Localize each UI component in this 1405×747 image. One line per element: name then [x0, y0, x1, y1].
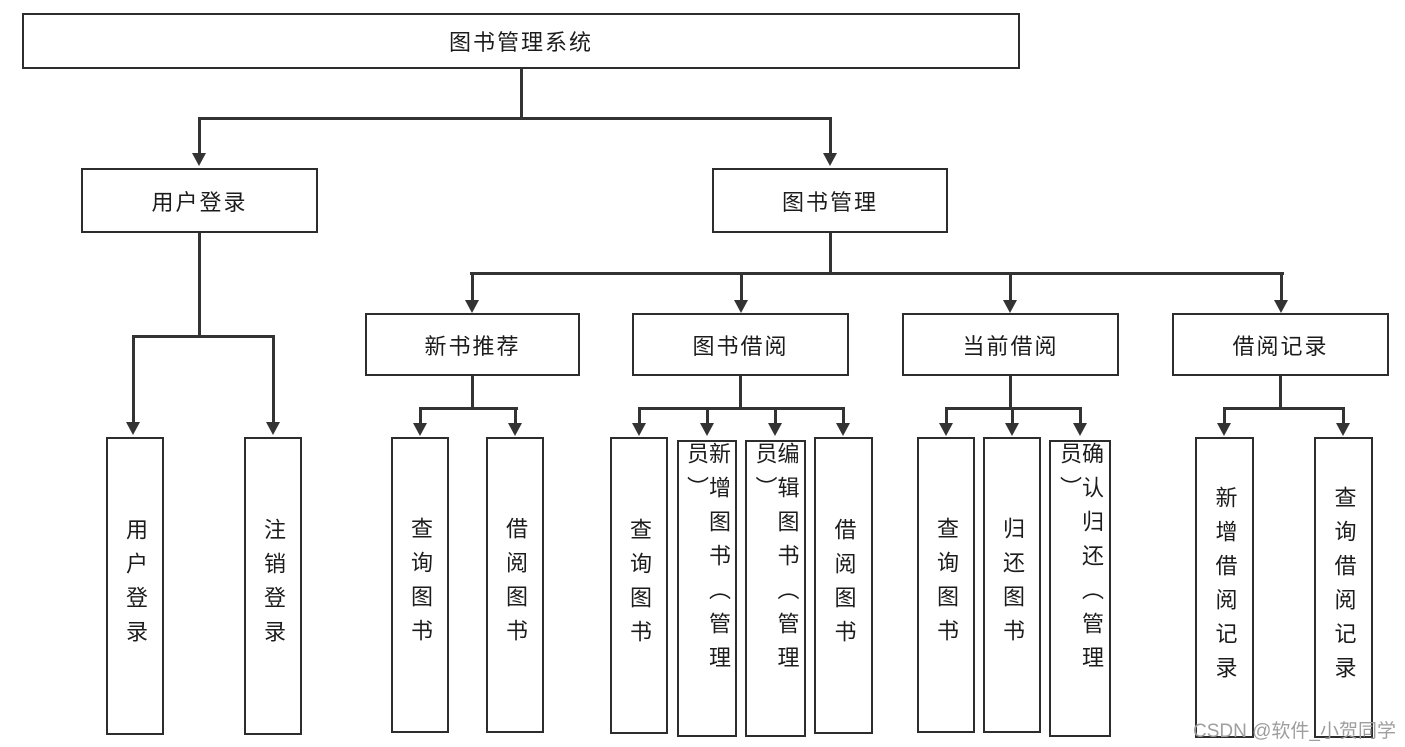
arrow-nb-query: [412, 407, 427, 436]
arrow-to-current-borrow: [1002, 272, 1017, 313]
node-user-login-leaf: 用户登录: [106, 437, 164, 735]
node-user-login: 用户登录: [81, 168, 318, 233]
connector-current-borrow-stem: [1008, 376, 1012, 410]
node-book-management-label: 图书管理: [781, 189, 878, 215]
node-br-add-record-label: 新增借阅记录: [1212, 485, 1238, 690]
node-nb-query-books-label: 查询图书: [408, 517, 433, 653]
node-bb-edit-books-admin-label: 编辑图书（管理员）: [752, 442, 800, 680]
node-user-login-leaf-label: 用户登录: [123, 518, 148, 654]
node-borrow-record: 借阅记录: [1172, 313, 1389, 376]
node-current-borrow-label: 当前借阅: [962, 333, 1059, 359]
node-bb-borrow-books: 借阅图书: [814, 437, 873, 734]
arrow-bb-borrow: [835, 407, 850, 436]
node-new-book-recommend: 新书推荐: [365, 313, 580, 376]
node-bb-query-books-label: 查询图书: [627, 517, 652, 654]
node-book-borrow: 图书借阅: [632, 313, 849, 376]
node-br-query-record-label: 查询借阅记录: [1331, 485, 1357, 690]
node-library-management-system-label: 图书管理系统: [448, 30, 593, 55]
node-cb-query-books: 查询图书: [917, 437, 975, 733]
arrow-to-book-borrow: [733, 272, 748, 313]
arrow-to-login: [125, 335, 140, 435]
arrow-to-book-management: [822, 117, 837, 166]
arrow-cb-return: [1004, 407, 1019, 436]
connector-root-stem: [519, 69, 523, 120]
node-br-query-record: 查询借阅记录: [1314, 437, 1373, 738]
node-br-add-record: 新增借阅记录: [1195, 437, 1254, 738]
node-bb-query-books: 查询图书: [610, 437, 668, 734]
arrow-to-new-book-recommend: [464, 272, 479, 313]
node-cb-return-books-label: 归还图书: [1000, 517, 1025, 653]
node-book-management: 图书管理: [712, 168, 948, 233]
connector-user-login-rail: [131, 335, 274, 338]
node-nb-borrow-books: 借阅图书: [486, 437, 544, 733]
arrow-to-user-login: [191, 117, 206, 166]
arrow-bb-query: [631, 407, 646, 436]
connector-borrow-record-stem: [1278, 376, 1282, 410]
connector-book-mgmt-rail: [469, 272, 1284, 275]
node-nb-query-books: 查询图书: [391, 437, 449, 733]
node-library-management-system: 图书管理系统: [22, 13, 1020, 69]
node-cb-return-books: 归还图书: [983, 437, 1041, 733]
arrow-bb-add: [699, 407, 714, 436]
connector-root-rail: [197, 117, 832, 120]
node-new-book-recommend-label: 新书推荐: [424, 333, 521, 359]
node-book-borrow-label: 图书借阅: [692, 333, 789, 359]
arrow-br-query: [1335, 407, 1350, 436]
arrow-nb-borrow: [507, 407, 522, 436]
connector-new-book-rail: [418, 407, 518, 410]
node-current-borrow: 当前借阅: [902, 313, 1119, 376]
node-bb-add-books-admin: 新增图书（管理员）: [677, 440, 737, 737]
arrow-bb-edit: [767, 407, 782, 436]
connector-user-login-stem: [197, 233, 201, 338]
connector-book-mgmt-stem: [828, 233, 832, 275]
node-cb-confirm-return-admin-label: 确认归还（管理员）: [1057, 442, 1104, 680]
node-borrow-record-label: 借阅记录: [1232, 333, 1329, 359]
connector-borrow-record-rail: [1222, 407, 1345, 410]
node-nb-borrow-books-label: 借阅图书: [503, 517, 528, 653]
node-bb-edit-books-admin: 编辑图书（管理员）: [745, 440, 806, 737]
csdn-watermark: CSDN @软件_小贺同学: [1193, 721, 1396, 742]
connector-book-borrow-stem: [738, 376, 742, 410]
arrow-to-logout: [265, 335, 280, 435]
node-logout-leaf-label: 注销登录: [261, 518, 286, 654]
connector-new-book-stem: [470, 376, 474, 410]
arrow-to-borrow-record: [1273, 272, 1288, 313]
connector-book-borrow-rail: [637, 407, 845, 410]
arrow-cb-confirm: [1072, 407, 1087, 436]
node-cb-query-books-label: 查询图书: [934, 517, 959, 653]
arrow-br-add: [1216, 407, 1231, 436]
node-cb-confirm-return-admin: 确认归还（管理员）: [1049, 440, 1111, 737]
node-logout-leaf: 注销登录: [244, 437, 302, 735]
node-bb-add-books-admin-label: 新增图书（管理员）: [684, 442, 731, 680]
node-bb-borrow-books-label: 借阅图书: [831, 517, 857, 654]
node-user-login-label: 用户登录: [151, 189, 248, 215]
arrow-cb-query: [938, 407, 953, 436]
